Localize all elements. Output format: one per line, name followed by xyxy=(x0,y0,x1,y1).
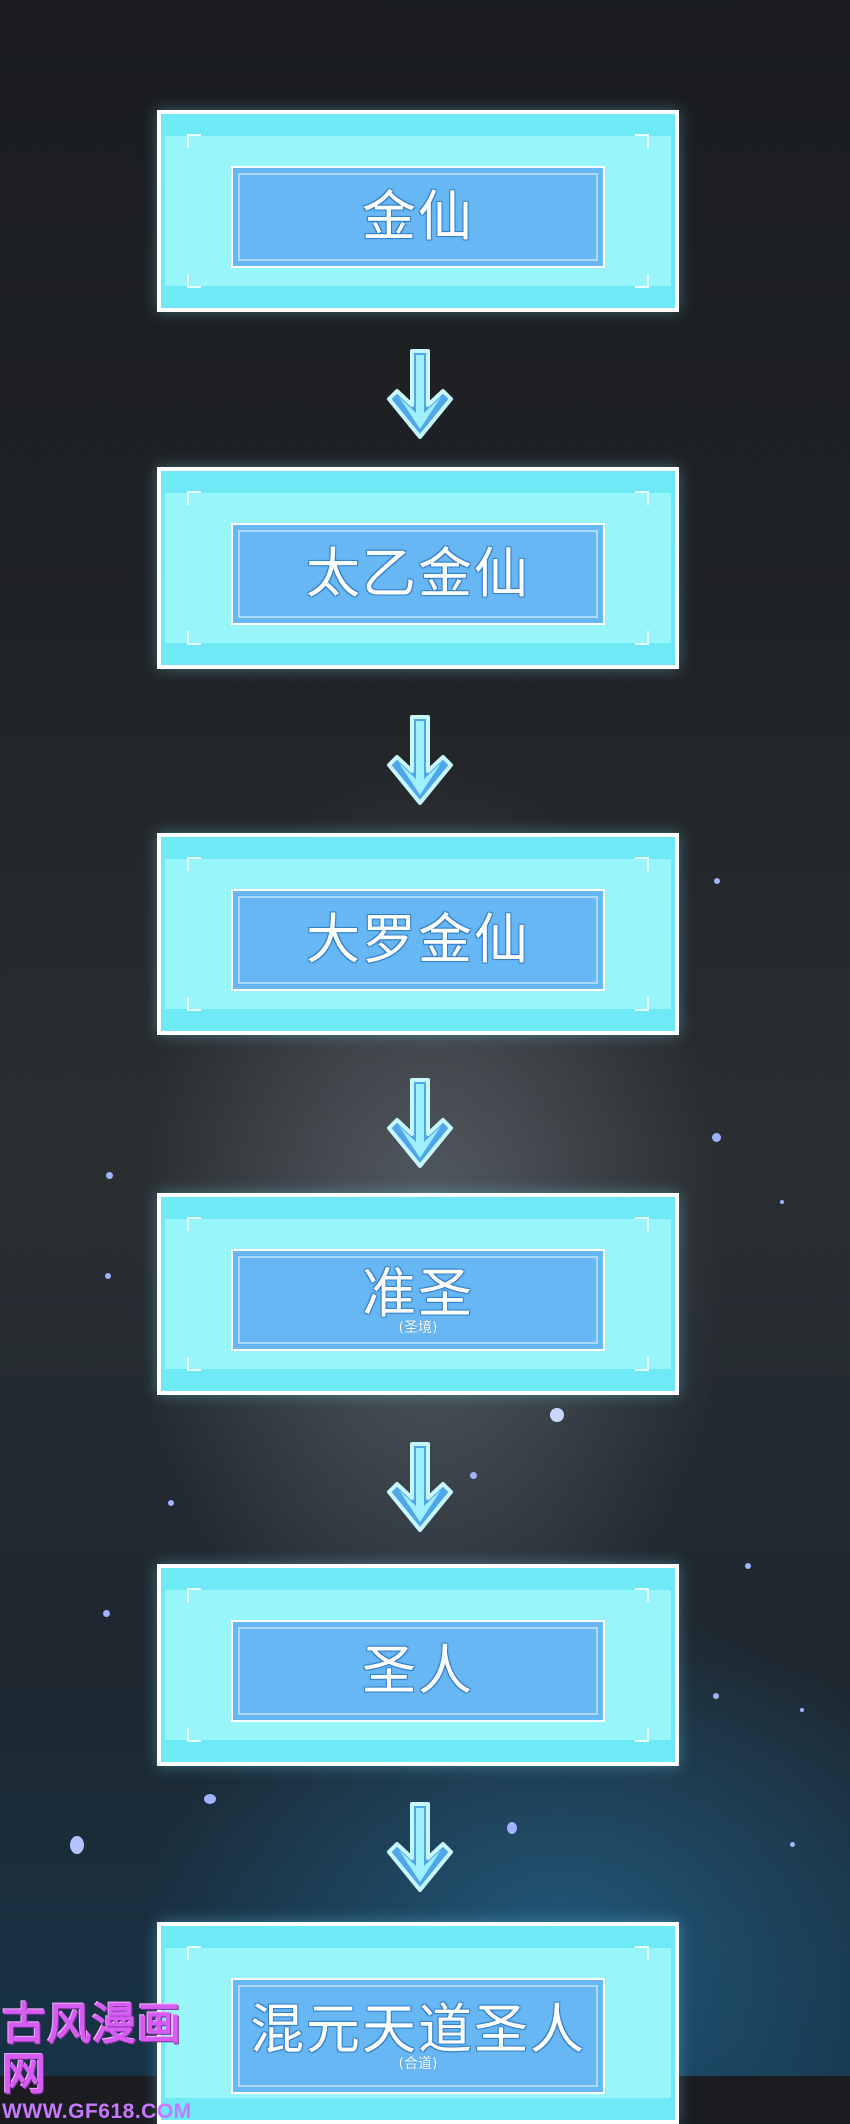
corner-ornament xyxy=(635,1357,649,1371)
corner-ornament xyxy=(635,491,649,505)
watermark-url: WWW.GF618.COM xyxy=(2,2100,192,2123)
stage-panel-4: 准圣 (圣境) xyxy=(157,1193,679,1395)
sparkle-dot xyxy=(106,1172,113,1179)
corner-ornament xyxy=(635,997,649,1011)
corner-ornament xyxy=(635,631,649,645)
sparkle-dot xyxy=(790,1842,795,1847)
corner-ornament xyxy=(187,1946,201,1960)
sparkle-dot xyxy=(105,1273,111,1279)
stage-subtitle: (圣境) xyxy=(398,1320,438,1336)
sparkle-dot xyxy=(780,1200,784,1204)
sparkle-dot xyxy=(507,1822,517,1834)
stage-title: 圣人 xyxy=(362,1639,474,1702)
flowchart: 金仙 太乙金仙 大罗金仙 xyxy=(2,110,804,2124)
corner-ornament xyxy=(187,857,201,871)
sparkle-dot xyxy=(713,1693,719,1699)
down-arrow-icon xyxy=(387,1802,453,1892)
watermark: 古风漫画网 WWW.GF618.COM xyxy=(2,2000,212,2124)
corner-ornament xyxy=(187,1588,201,1602)
stage-title: 金仙 xyxy=(362,185,474,248)
stage-label-box: 混元天道圣人 (合道) xyxy=(231,1978,605,2094)
stage-label-box: 大罗金仙 xyxy=(231,889,605,991)
stage-panel-6: 混元天道圣人 (合道) xyxy=(157,1922,679,2124)
corner-ornament xyxy=(635,1217,649,1231)
corner-ornament xyxy=(187,491,201,505)
sparkle-dot xyxy=(470,1472,477,1479)
corner-ornament xyxy=(187,1217,201,1231)
stage-panel-2: 太乙金仙 xyxy=(157,467,679,669)
stage-title: 太乙金仙 xyxy=(306,542,530,605)
stage-panel-5: 圣人 xyxy=(157,1564,679,1766)
down-arrow-icon xyxy=(387,1078,453,1168)
sparkle-dot xyxy=(103,1610,110,1617)
down-arrow-icon xyxy=(387,349,453,439)
sparkle-dot xyxy=(712,1133,721,1142)
sparkle-dot xyxy=(70,1836,84,1854)
down-arrow-icon xyxy=(387,1442,453,1532)
corner-ornament xyxy=(187,274,201,288)
corner-ornament xyxy=(187,1357,201,1371)
sparkle-dot xyxy=(550,1408,564,1422)
corner-ornament xyxy=(635,1588,649,1602)
sparkle-dot xyxy=(714,878,720,884)
corner-ornament xyxy=(635,134,649,148)
stage-panel-1: 金仙 xyxy=(157,110,679,312)
corner-ornament xyxy=(635,1946,649,1960)
watermark-logo: 古风漫画网 xyxy=(2,1999,182,2100)
stage-label-box: 圣人 xyxy=(231,1620,605,1722)
stage-subtitle: (合道) xyxy=(398,2056,438,2072)
corner-ornament xyxy=(635,857,649,871)
corner-ornament xyxy=(187,997,201,1011)
sparkle-dot xyxy=(168,1500,174,1506)
corner-ornament xyxy=(187,631,201,645)
sparkle-dot xyxy=(745,1563,751,1569)
stage-label-box: 太乙金仙 xyxy=(231,523,605,625)
stage-title: 大罗金仙 xyxy=(306,908,530,971)
stage-title: 混元天道圣人 xyxy=(250,1998,586,2061)
sparkle-dot xyxy=(800,1708,804,1712)
stage-title: 准圣 xyxy=(362,1262,474,1325)
corner-ornament xyxy=(187,134,201,148)
sparkle-dot xyxy=(204,1794,216,1804)
corner-ornament xyxy=(635,274,649,288)
down-arrow-icon xyxy=(387,715,453,805)
stage-label-box: 准圣 (圣境) xyxy=(231,1249,605,1351)
corner-ornament xyxy=(635,1728,649,1742)
stage-panel-3: 大罗金仙 xyxy=(157,833,679,1035)
stage-label-box: 金仙 xyxy=(231,166,605,268)
corner-ornament xyxy=(187,1728,201,1742)
